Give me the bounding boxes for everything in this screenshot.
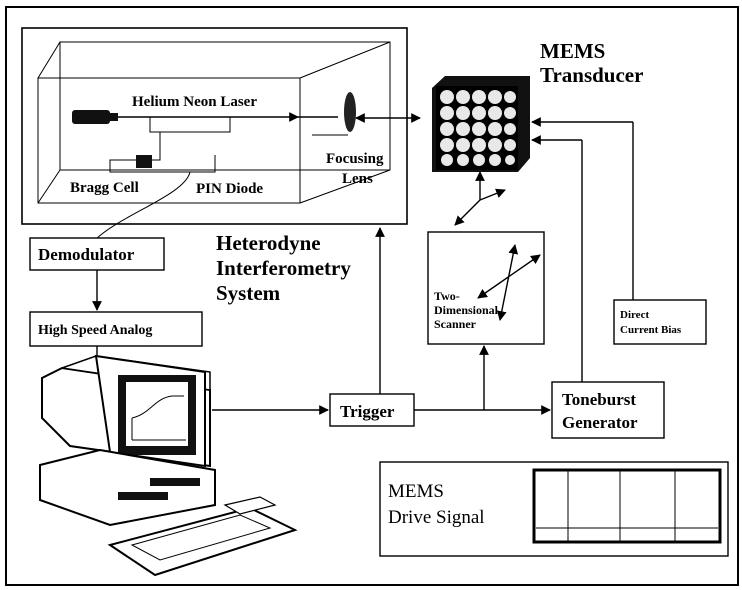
focusing-label: Focusing	[326, 151, 384, 167]
demodulator-box	[29, 237, 165, 271]
mems-transducer-title-line2: Transducer	[540, 63, 643, 87]
heterodyne-system-label-line2: Interferometry	[216, 256, 351, 280]
outer-frame	[5, 6, 739, 586]
trigger-box	[329, 393, 415, 427]
helium-neon-laser	[72, 110, 118, 124]
scanner-label-line2: Dimensional	[434, 303, 499, 317]
scanner-label-line1: Two-	[434, 289, 460, 303]
dc-bias-label-line2: Current Bias	[620, 324, 682, 336]
mems-transducer-title-line1: MEMS	[540, 39, 605, 63]
drive-signal-label-line1: MEMS	[388, 481, 444, 502]
interferometer-enclosure	[21, 27, 408, 225]
demodulator-label: Demodulator	[38, 245, 135, 264]
heterodyne-system-label-line3: System	[216, 281, 281, 305]
heterodyne-system-label-line1: Heterodyne	[216, 231, 321, 255]
bragg-cell	[136, 155, 152, 168]
toneburst-label-line2: Generator	[562, 413, 638, 432]
drive-signal-label-line2: Drive Signal	[388, 507, 485, 528]
scanner-label-line3: Scanner	[434, 317, 477, 331]
dc-bias-label-line1: Direct	[620, 309, 649, 321]
helium-neon-laser-label: Helium Neon Laser	[132, 94, 257, 110]
high-speed-analog-box	[29, 311, 203, 347]
lens-label: Lens	[342, 171, 373, 187]
drive-signal-oscilloscope	[532, 468, 722, 544]
mems-transducer	[432, 76, 530, 172]
bragg-cell-label: Bragg Cell	[70, 180, 139, 196]
focusing-lens	[344, 92, 356, 132]
toneburst-label-line1: Toneburst	[562, 390, 636, 409]
trigger-label: Trigger	[340, 402, 395, 421]
computer-icon	[39, 354, 298, 577]
pin-diode-label: PIN Diode	[196, 181, 263, 197]
reference-beam-path	[149, 117, 231, 133]
high-speed-analog-label: High Speed Analog	[38, 323, 152, 338]
dc-bias-box	[613, 299, 707, 345]
toneburst-generator-box	[551, 381, 665, 439]
pin-diode-lead	[94, 171, 191, 241]
